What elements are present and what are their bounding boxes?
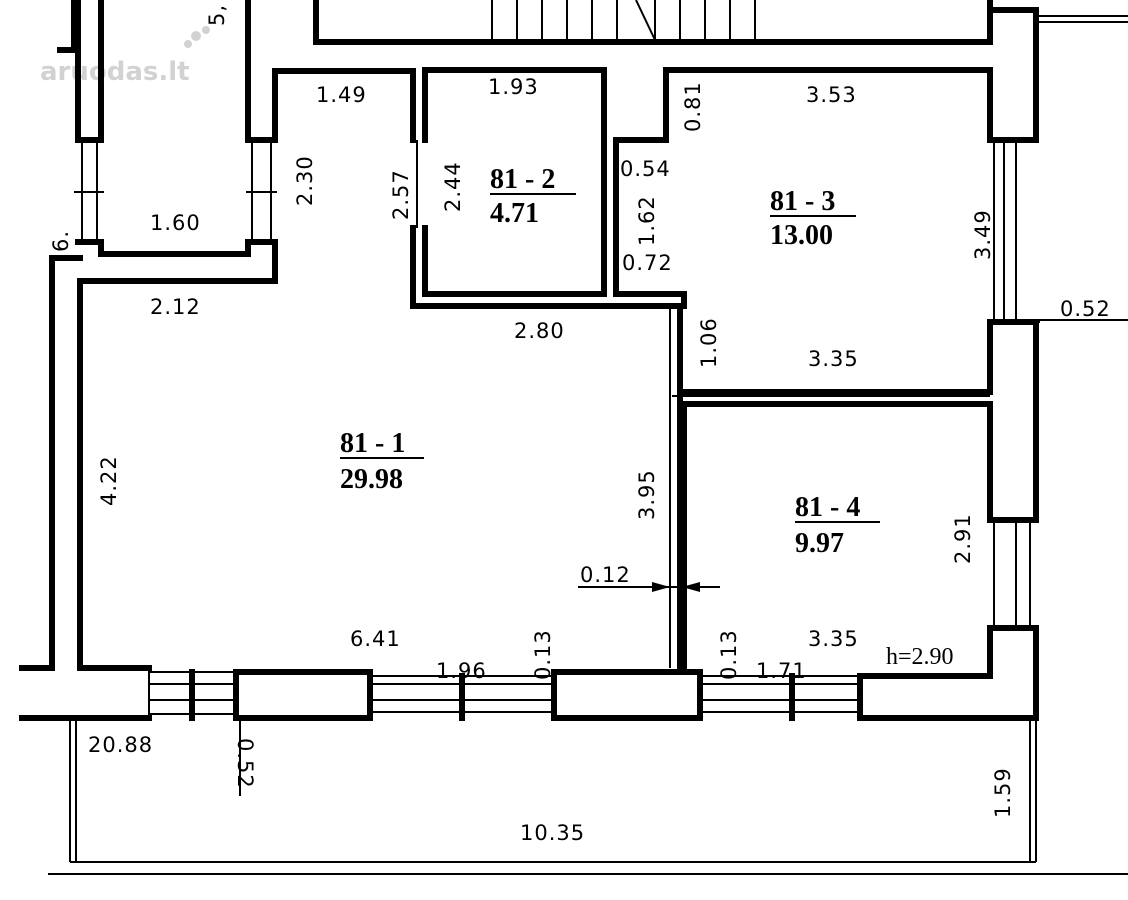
dimension-label: 1.71 — [756, 659, 807, 683]
room-81-3-id: 81 - 3 — [770, 186, 835, 217]
watermark: aruodas.lt — [40, 26, 210, 87]
dimension-label: 2.80 — [514, 319, 565, 343]
dimension-label: 6. — [49, 230, 73, 252]
dimension-label: 2.30 — [293, 155, 317, 206]
dimension-label: 1.59 — [991, 767, 1015, 818]
room-81-4-id: 81 - 4 — [795, 492, 860, 523]
dimension-label: 0.12 — [580, 563, 631, 587]
room-label-81-2: 81 - 2 4.71 — [490, 164, 576, 229]
room-81-4-area: 9.97 — [795, 528, 844, 559]
dimension-label: 0.52 — [1060, 297, 1111, 321]
staircase — [313, 0, 993, 45]
dimension-label: 1.96 — [436, 659, 487, 683]
dimension-label: 0.81 — [681, 81, 705, 132]
dimension-label: 5, — [205, 4, 229, 26]
room-81-3-walls — [613, 67, 1017, 395]
dimension-label: 20.88 — [88, 733, 153, 757]
room-label-81-1: 81 - 1 29.98 — [340, 428, 424, 495]
dimension-label: 1.93 — [488, 75, 539, 99]
watermark-text: aruodas.lt — [40, 57, 190, 87]
ceiling-height: h=2.90 — [886, 644, 954, 670]
dimension-label: 1.62 — [635, 195, 659, 246]
dimension-label: 0.54 — [620, 157, 671, 181]
dimension-label: 3.35 — [808, 347, 859, 371]
room-81-1-id: 81 - 1 — [340, 428, 405, 459]
room-81-4-walls — [672, 395, 993, 671]
room-81-1-area: 29.98 — [340, 464, 403, 495]
room-81-2-id: 81 - 2 — [490, 164, 555, 195]
room-81-2-walls — [416, 67, 607, 297]
dimension-0-12-marker — [578, 582, 720, 592]
dimension-label: 6.41 — [350, 627, 401, 651]
dimension-label: 4.22 — [97, 455, 121, 506]
room-81-2-area: 4.71 — [490, 198, 539, 229]
room-81-3-area: 13.00 — [770, 220, 833, 251]
dimension-label: 0.72 — [622, 251, 673, 275]
room-label-81-3: 81 - 3 13.00 — [770, 186, 856, 251]
dimension-label: 2.57 — [389, 169, 413, 220]
room-81-1-walls — [19, 68, 683, 721]
dimension-label: 1.60 — [150, 211, 201, 235]
dimension-label: 3.95 — [635, 469, 659, 520]
dimension-label: 3.35 — [808, 627, 859, 651]
dimension-label: 1.06 — [697, 317, 721, 368]
dimension-label: 10.35 — [520, 821, 585, 845]
dimension-label: 1.49 — [316, 83, 367, 107]
dimension-label: 2.12 — [150, 295, 201, 319]
dimension-label: 0.52 — [233, 738, 257, 789]
dimension-label: 2.91 — [951, 513, 975, 564]
dimension-label: 2.44 — [441, 161, 465, 212]
room-label-81-4: 81 - 4 9.97 — [795, 492, 880, 559]
dimension-label: 3.49 — [971, 209, 995, 260]
right-exterior-wall — [857, 0, 1128, 721]
bottom-facade — [148, 668, 860, 721]
balcony — [48, 718, 1128, 875]
dimension-label: 0.13 — [717, 629, 741, 680]
left-corridor — [57, 0, 278, 257]
dimension-label: 3.53 — [806, 83, 857, 107]
dimension-label: 0.13 — [531, 629, 555, 680]
